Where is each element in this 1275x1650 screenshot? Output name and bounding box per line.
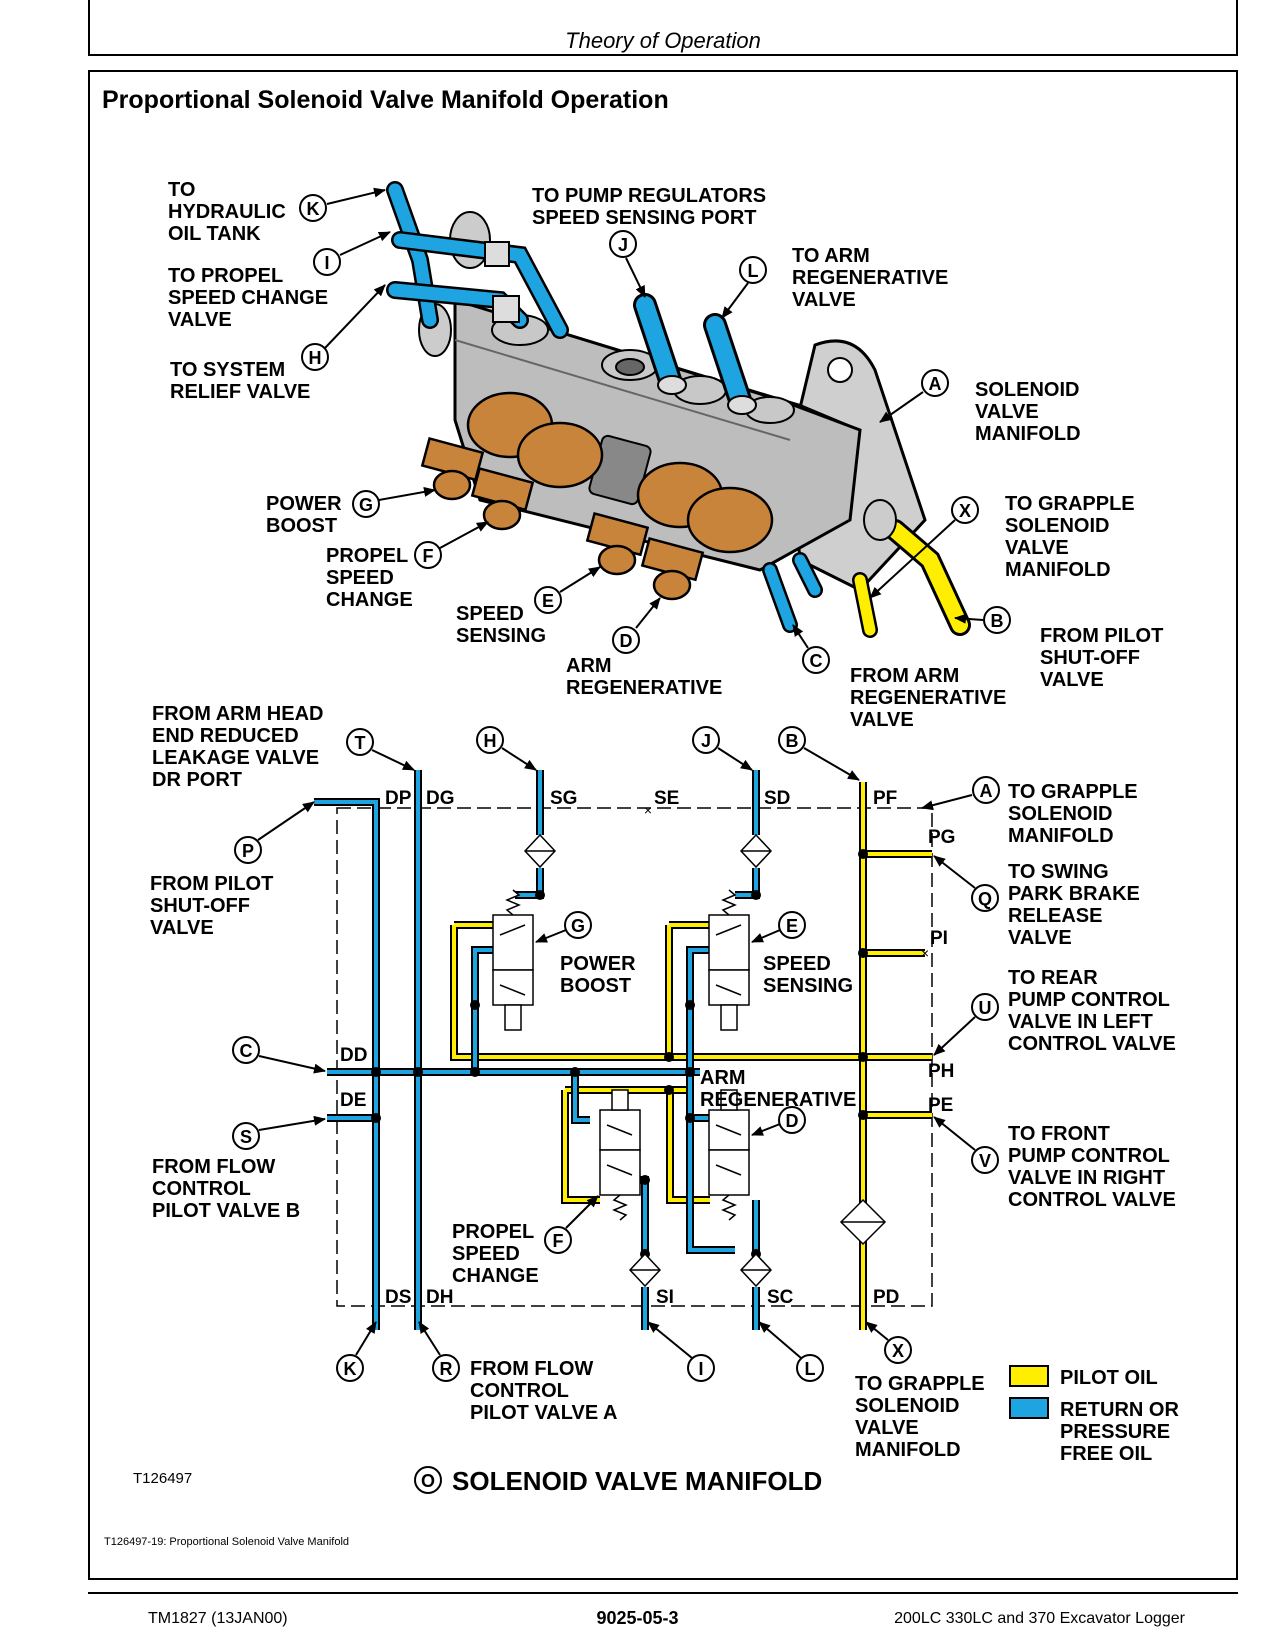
- figure-id: T126497: [133, 1470, 193, 1487]
- figure-caption: T126497-19: Proportional Solenoid Valve …: [104, 1536, 350, 1548]
- port-ph: PH: [928, 1061, 954, 1082]
- svg-text:K: K: [344, 1359, 357, 1379]
- footer-rule: [88, 1592, 1238, 1594]
- svg-text:Q: Q: [978, 889, 992, 909]
- footer-doc-id: TM1827 (13JAN00): [148, 1610, 288, 1627]
- svg-text:A: A: [929, 374, 942, 394]
- svg-text:×: ×: [644, 802, 652, 818]
- svg-text:D: D: [786, 1111, 799, 1131]
- header-box: Theory of Operation: [88, 0, 1238, 56]
- schematic-letter: O: [421, 1471, 435, 1491]
- schematic: × × DP DG SG SE SD PF PG PI PH PE DD DE …: [150, 703, 1176, 1496]
- svg-text:A: A: [980, 781, 993, 801]
- port-ds: DS: [385, 1287, 411, 1308]
- svg-text:J: J: [701, 731, 711, 751]
- svg-text:F: F: [553, 1231, 564, 1251]
- svg-text:F: F: [423, 546, 434, 566]
- port-si: SI: [656, 1287, 674, 1308]
- svg-text:C: C: [810, 651, 823, 671]
- svg-text:V: V: [979, 1151, 991, 1171]
- port-sg: SG: [550, 788, 577, 809]
- port-pe: PE: [928, 1095, 953, 1116]
- port-dg: DG: [426, 788, 455, 809]
- svg-text:G: G: [571, 916, 585, 936]
- port-dh: DH: [426, 1287, 453, 1308]
- letter-j-top: K: [307, 199, 320, 219]
- svg-text:S: S: [240, 1127, 252, 1147]
- svg-text:D: D: [620, 631, 633, 651]
- svg-text:I: I: [698, 1359, 703, 1379]
- svg-text:L: L: [748, 261, 759, 281]
- svg-text:X: X: [892, 1341, 904, 1361]
- port-pd: PD: [873, 1287, 899, 1308]
- footer-page-number: 9025-05-3: [596, 1608, 679, 1628]
- port-pf: PF: [873, 788, 897, 809]
- svg-text:I: I: [324, 253, 329, 273]
- svg-text:U: U: [979, 998, 992, 1018]
- svg-text:J: J: [618, 235, 628, 255]
- svg-text:B: B: [991, 611, 1004, 631]
- svg-text:×: ×: [921, 945, 929, 961]
- svg-text:H: H: [484, 731, 497, 751]
- svg-text:H: H: [309, 348, 322, 368]
- svg-text:L: L: [805, 1359, 816, 1379]
- port-sd: SD: [764, 788, 790, 809]
- svg-text:G: G: [359, 495, 373, 515]
- port-dp: DP: [385, 788, 412, 809]
- svg-text:C: C: [240, 1041, 253, 1061]
- svg-text:E: E: [542, 591, 554, 611]
- manifold-pictorial: [386, 181, 971, 638]
- svg-text:B: B: [786, 731, 799, 751]
- section-title: Theory of Operation: [565, 28, 761, 53]
- port-sc: SC: [767, 1287, 794, 1308]
- svg-text:X: X: [959, 501, 971, 521]
- svg-text:E: E: [786, 916, 798, 936]
- svg-text:T: T: [355, 733, 366, 753]
- figure-title: Proportional Solenoid Valve Manifold Ope…: [102, 86, 669, 114]
- figure-frame: [88, 70, 1238, 1580]
- legend-pilot-oil: PILOT OIL: [1060, 1367, 1158, 1389]
- port-pg: PG: [928, 827, 955, 848]
- port-se: SE: [654, 788, 679, 809]
- port-dd: DD: [340, 1045, 367, 1066]
- footer-model: 200LC 330LC and 370 Excavator Logger: [894, 1610, 1185, 1627]
- svg-text:P: P: [242, 841, 254, 861]
- svg-text:R: R: [440, 1359, 453, 1379]
- port-pi: PI: [930, 928, 948, 949]
- port-de: DE: [340, 1090, 366, 1111]
- schematic-title: SOLENOID VALVE MANIFOLD: [452, 1466, 822, 1496]
